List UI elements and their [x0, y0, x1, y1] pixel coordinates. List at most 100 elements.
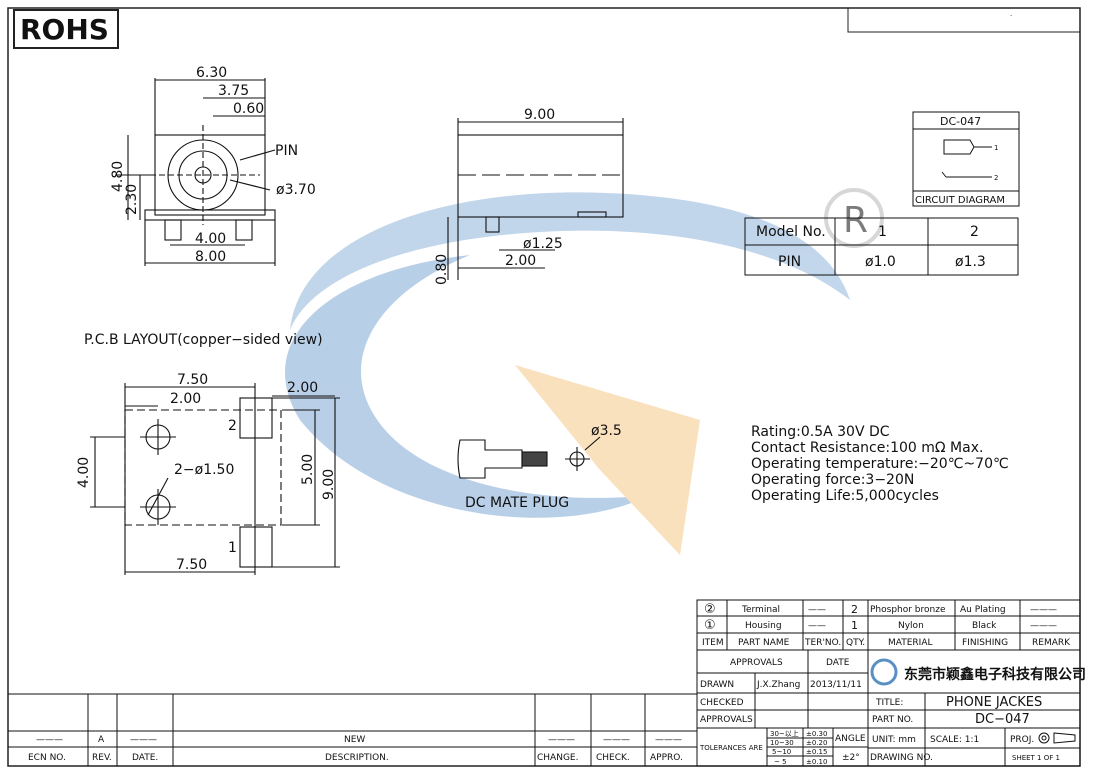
- svg-text:±0.20: ±0.20: [806, 739, 827, 747]
- svg-text:±0.10: ±0.10: [806, 758, 827, 766]
- model-header-2: 2: [970, 224, 979, 240]
- sheet-label: SHEET 1 OF 1: [1012, 754, 1060, 762]
- spec-rating: Rating:0.5A 30V DC: [751, 424, 890, 440]
- svg-text:·: ·: [1010, 12, 1012, 20]
- svg-text:DATE.: DATE.: [132, 753, 158, 763]
- title-block: [696, 649, 1081, 767]
- circuit-title: DC-047: [940, 115, 981, 128]
- pcb-dim-7-50-top: 7.50: [177, 372, 208, 388]
- pcb-layout: [90, 383, 340, 575]
- svg-text:REMARK: REMARK: [1032, 638, 1071, 648]
- svg-text:———: ———: [36, 735, 63, 745]
- dim-0-60: 0.60: [233, 101, 264, 117]
- svg-text:———: ———: [655, 735, 682, 745]
- date-label: DATE: [826, 658, 850, 668]
- revision-block: [8, 693, 697, 766]
- pcb-dim-2-00-pad: 2.00: [287, 380, 318, 396]
- spec-operating-temperature: Operating temperature:−20℃~70℃: [751, 456, 1009, 472]
- plug-dia: ø3.5: [591, 423, 622, 439]
- tolerance-ranges: 30~以上 10~30 5~10 ~ 5 ±0.30 ±0.20 ±0.15 ±…: [770, 729, 827, 766]
- pcb-dim-2-00-offset: 2.00: [170, 391, 201, 407]
- company-logo-icon: [870, 658, 898, 686]
- company-name: 东莞市颖鑫电子科技有限公司: [904, 666, 1086, 683]
- svg-text:——: ——: [808, 605, 826, 615]
- dim-8-00: 8.00: [195, 249, 226, 265]
- approvals2-label: APPROVALS: [700, 715, 753, 725]
- svg-text:ITEM: ITEM: [702, 638, 724, 648]
- dim-9-00: 9.00: [524, 107, 555, 123]
- svg-text:CHANGE.: CHANGE.: [537, 753, 578, 763]
- angle-value: ±2°: [842, 753, 860, 763]
- dim-2-00: 2.00: [505, 253, 536, 269]
- drawn-date: 2013/11/11: [810, 680, 862, 690]
- circuit-node-2: 2: [994, 174, 998, 182]
- bom-header-row: ITEM PART NAME TER'NO. QTY. MATERIAL FIN…: [702, 638, 1071, 648]
- dim-2-30: 2.30: [124, 184, 140, 215]
- pcb-pad-label-2: 2: [228, 418, 237, 434]
- pcb-title: P.C.B LAYOUT(copper−sided view): [84, 332, 323, 348]
- dc-mate-plug: [457, 436, 601, 479]
- svg-text:NEW: NEW: [344, 735, 365, 745]
- front-view: [115, 78, 276, 266]
- svg-text:1: 1: [851, 619, 858, 632]
- plug-caption: DC MATE PLUG: [465, 495, 569, 511]
- svg-text:APPRO.: APPRO.: [650, 753, 683, 763]
- svg-text:Housing: Housing: [745, 621, 782, 631]
- model-row-label: PIN: [778, 254, 801, 270]
- bom-table: [696, 599, 1081, 651]
- svg-text:2: 2: [851, 603, 858, 616]
- approvals-label: APPROVALS: [730, 658, 783, 668]
- svg-text:———: ———: [130, 735, 157, 745]
- scale-label: SCALE: 1:1: [930, 735, 979, 745]
- dim-4-00: 4.00: [195, 231, 226, 247]
- svg-text:PART NAME: PART NAME: [738, 638, 790, 648]
- svg-text:———: ———: [1030, 621, 1057, 631]
- svg-text:———: ———: [1030, 605, 1057, 615]
- svg-text:±0.30: ±0.30: [806, 730, 827, 738]
- sheet-border: [7, 7, 1081, 767]
- svg-text:FINISHING: FINISHING: [962, 638, 1008, 648]
- spec-operating-life: Operating Life:5,000cycles: [751, 488, 939, 504]
- svg-text:②: ②: [704, 602, 716, 617]
- rohs-badge: [13, 9, 119, 49]
- rohs-label: ROHS: [20, 13, 109, 46]
- svg-text:Black: Black: [972, 621, 997, 631]
- dim-dia-3-70: ø3.70: [276, 182, 316, 198]
- title-label: TITLE:: [875, 698, 903, 708]
- checked-label: CHECKED: [700, 698, 744, 708]
- svg-text:———: ———: [548, 735, 575, 745]
- svg-text:DESCRIPTION.: DESCRIPTION.: [325, 753, 389, 763]
- drawn-label: DRAWN: [700, 680, 734, 690]
- circuit-node-1: 1: [994, 144, 998, 152]
- side-view: [447, 118, 624, 280]
- watermark-logo: R: [285, 188, 884, 555]
- bom-row-1: ① Housing —— 1 Nylon Black ———: [704, 618, 1057, 633]
- pcb-dim-9-00: 9.00: [321, 469, 337, 500]
- model-header-label: Model No.: [756, 224, 826, 240]
- pin-label: PIN: [275, 143, 298, 159]
- circuit-caption: CIRCUIT DIAGRAM: [915, 195, 1005, 206]
- model-header-1: 1: [878, 224, 887, 240]
- svg-text:CHECK.: CHECK.: [596, 753, 630, 763]
- svg-text:Phosphor bronze: Phosphor bronze: [870, 605, 946, 615]
- model-row-1: ø1.0: [865, 254, 896, 270]
- svg-text:TER'NO.: TER'NO.: [804, 638, 841, 648]
- dim-6-30: 6.30: [196, 65, 227, 81]
- circuit-diagram: [912, 111, 1020, 207]
- svg-text:A: A: [98, 735, 105, 745]
- model-table: [744, 217, 1019, 276]
- dim-0-80: 0.80: [434, 254, 450, 285]
- svg-text:QTY.: QTY.: [846, 638, 865, 648]
- svg-text:5~10: 5~10: [772, 748, 791, 756]
- company-logo: 东莞市颖鑫电子科技有限公司: [870, 658, 1086, 686]
- svg-text:Nylon: Nylon: [898, 621, 924, 631]
- svg-text:——: ——: [808, 621, 826, 631]
- projection-label: PROJ.: [1010, 735, 1034, 745]
- drawing-no-label: DRAWING NO.: [870, 753, 933, 763]
- pcb-hole-label: 2−ø1.50: [174, 462, 234, 478]
- svg-text:~ 5: ~ 5: [774, 758, 787, 766]
- svg-text:Terminal: Terminal: [741, 605, 780, 615]
- pcb-pad-label-1: 1: [228, 540, 237, 556]
- svg-text:30~以上: 30~以上: [770, 729, 799, 738]
